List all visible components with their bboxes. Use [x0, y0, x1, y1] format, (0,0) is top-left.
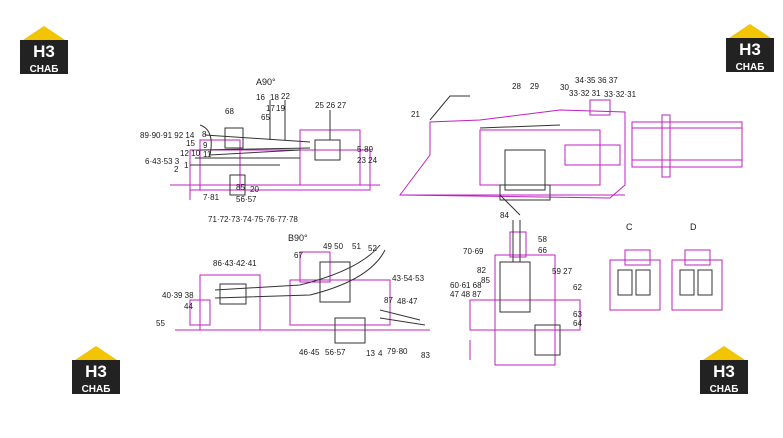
callout: 58 — [538, 235, 547, 244]
callout: 28 — [512, 82, 521, 91]
callout: 65 — [261, 113, 270, 122]
svg-text:CHAБ: CHAБ — [736, 62, 765, 73]
callout: 6·43·53 3 — [145, 157, 180, 166]
callout: 79·80 — [387, 347, 408, 356]
callout: 30 — [560, 83, 569, 92]
svg-text:H3: H3 — [713, 362, 735, 381]
callout: 29 — [530, 82, 539, 91]
callout: 71·72·73·74·75·76·77·78 — [208, 215, 298, 224]
callout: 63 — [573, 310, 582, 319]
callout: 55 — [156, 319, 165, 328]
callout: 84 — [500, 211, 509, 220]
callout: 62 — [573, 283, 582, 292]
callout: 23 24 — [357, 156, 378, 165]
callout: 67 — [294, 251, 303, 260]
callout: 13 — [366, 349, 375, 358]
svg-text:H3: H3 — [739, 40, 761, 59]
callout: 43·54·53 — [392, 274, 425, 283]
logo-text: CHAБ — [30, 64, 59, 75]
callout: 9 — [203, 141, 208, 150]
callout: 66 — [538, 246, 547, 255]
svg-text:CHAБ: CHAБ — [82, 384, 111, 395]
logo-mark: H3 — [33, 42, 55, 61]
callout: 68 — [225, 107, 234, 116]
callout: 20 — [250, 185, 259, 194]
view-b-title: B90° — [288, 233, 308, 243]
callout: 34·35 36 37 — [575, 76, 618, 85]
view-d-title: D — [690, 222, 697, 232]
callout: 82 — [477, 266, 486, 275]
callout: 5·89 — [357, 145, 374, 154]
callout: 16 — [256, 93, 265, 102]
callout: 7·81 — [203, 193, 220, 202]
callout: 15 — [186, 139, 195, 148]
callout: 89·90·91 92 14 — [140, 131, 195, 140]
callout: 2 — [174, 165, 179, 174]
callout: 1 — [184, 161, 189, 170]
callout: 4 — [378, 349, 383, 358]
callout: 85 — [236, 183, 245, 192]
callout: 87 — [384, 296, 393, 305]
callout: 59 27 — [552, 267, 573, 276]
callout: 22 — [281, 92, 290, 101]
callout: 83 — [421, 351, 430, 360]
callout: 33·32·31 — [604, 90, 637, 99]
callout: 8 — [202, 130, 207, 139]
callout: 56·57 — [236, 195, 257, 204]
callout: 86·43·42·41 — [213, 259, 257, 268]
callout: 18 — [270, 93, 279, 102]
callout: 17 — [266, 104, 275, 113]
callout: 60·61 68 — [450, 281, 482, 290]
view-a-title: A90° — [256, 77, 276, 87]
svg-text:H3: H3 — [85, 362, 107, 381]
view-c-outline — [609, 249, 661, 311]
callout: 11 — [203, 150, 212, 159]
callout: 21 — [411, 110, 420, 119]
view-c-title: C — [626, 222, 633, 232]
callout: 56·57 — [325, 348, 346, 357]
callout: 51 — [352, 242, 361, 251]
callout: 52 — [368, 244, 377, 253]
callout: 85 — [481, 276, 490, 285]
callout: 48·47 — [397, 297, 418, 306]
view-partial-outline — [631, 114, 743, 178]
callout: 46·45 — [299, 348, 320, 357]
callout: 40·39 38 — [162, 291, 194, 300]
view-d-outline — [671, 249, 723, 311]
callout: 70·69 — [463, 247, 484, 256]
callout: 64 — [573, 319, 582, 328]
view-b-outline — [175, 251, 430, 331]
view-top-outline — [399, 99, 626, 199]
callout: 25 26 27 — [315, 101, 347, 110]
svg-text:CHAБ: CHAБ — [710, 384, 739, 395]
callout: 44 — [184, 302, 193, 311]
callout: 47 48 87 — [450, 290, 482, 299]
callout: 19 — [276, 104, 285, 113]
callout: 49 50 — [323, 242, 344, 251]
callout: 33·32 31 — [569, 89, 601, 98]
callout: 12 10 — [180, 149, 201, 158]
view-front-outline — [469, 231, 581, 366]
